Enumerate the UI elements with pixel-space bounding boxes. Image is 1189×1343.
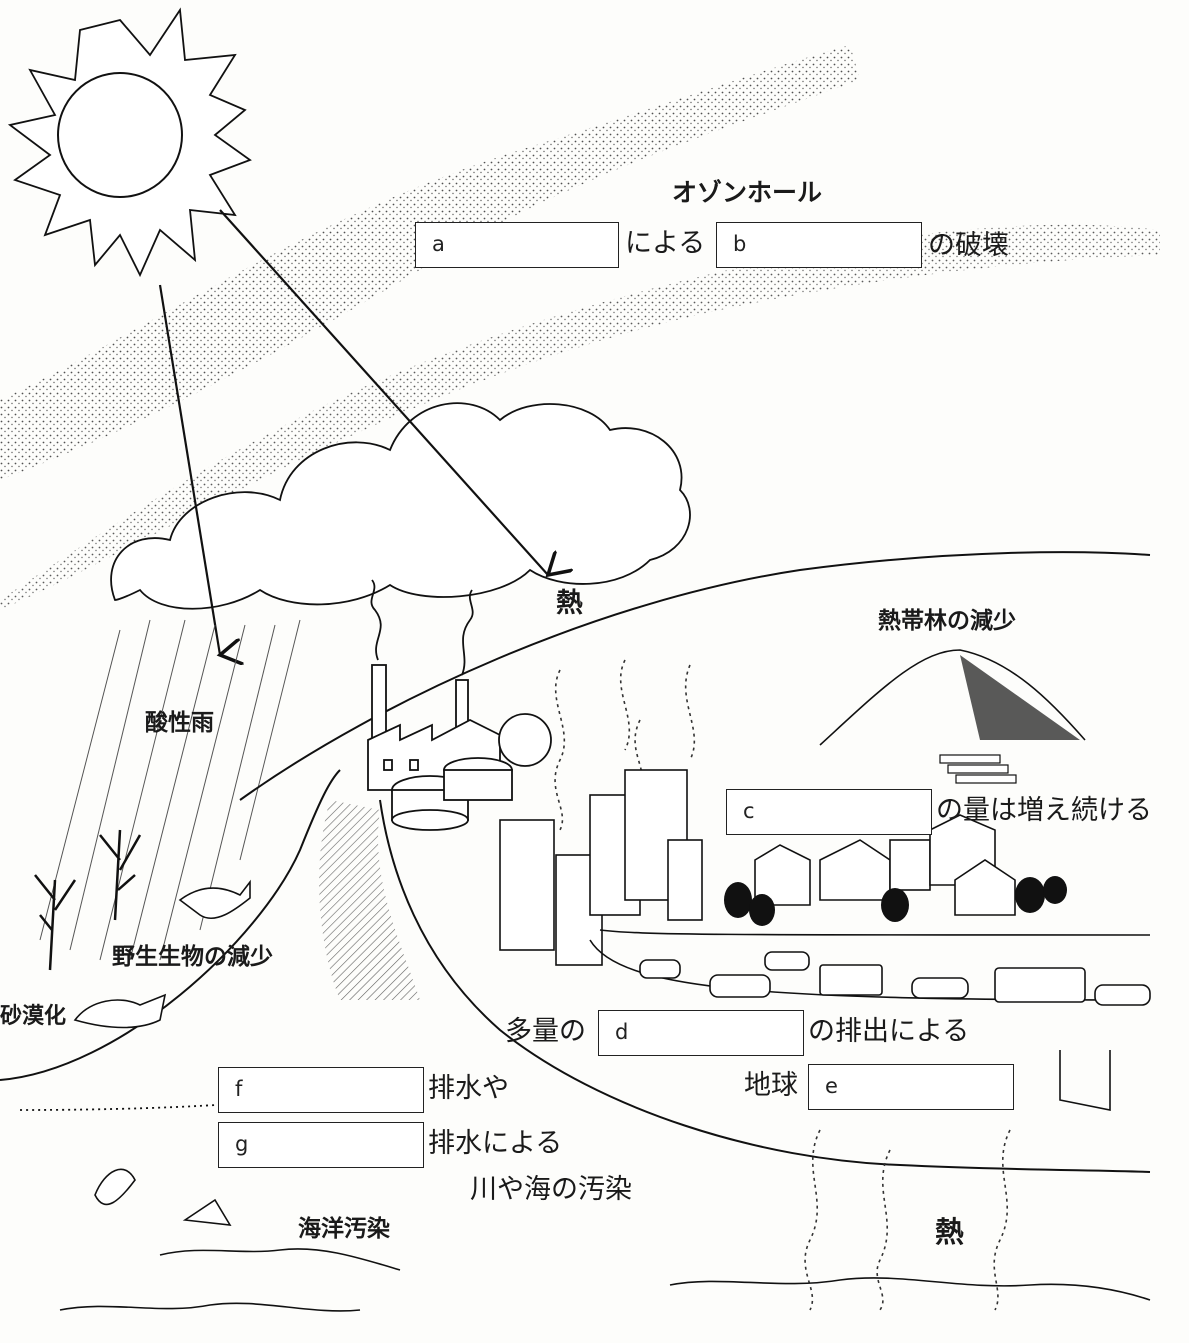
acid-rain-streaks — [39, 619, 301, 961]
answer-box-e-label: e — [825, 1074, 838, 1098]
text-taryou-no: 多量の — [505, 1016, 586, 1047]
heat-waves-ground — [804, 1129, 1011, 1311]
dead-trees — [34, 829, 142, 971]
text-chikyuu: 地球 — [744, 1070, 798, 1101]
desertification-label: 砂漠化 — [0, 1004, 67, 1029]
acid-rain-label: 酸性雨 — [145, 710, 214, 736]
answer-box-d-label: d — [615, 1020, 629, 1044]
sun-ray-arrow-2 — [219, 209, 548, 575]
text-no-hakai: の破壊 — [928, 230, 1009, 261]
heat-label-bottom: 熱 — [935, 1215, 965, 1249]
answer-box-f-label: f — [235, 1077, 243, 1101]
sun-icon — [7, 7, 252, 278]
city-buildings — [499, 769, 1016, 966]
fish-icon — [94, 1168, 136, 1206]
answer-box-a-label: a — [432, 232, 445, 256]
text-haishutsu: の排出による — [808, 1016, 970, 1047]
answer-box-c-label: c — [743, 799, 755, 823]
answer-box-b[interactable]: b — [716, 222, 922, 268]
animal-skull-icon — [73, 993, 167, 1029]
garbage-bags — [724, 876, 1067, 926]
debris-icon — [182, 1198, 232, 1226]
answer-box-c[interactable]: c — [726, 789, 932, 835]
left-hill — [0, 769, 341, 1081]
cloud — [110, 402, 691, 610]
answer-box-a[interactable]: a — [415, 222, 619, 268]
bird-icon — [178, 879, 251, 920]
text-haisui-niyoru: 排水による — [428, 1128, 563, 1159]
factory — [367, 579, 552, 831]
cars — [639, 951, 1151, 1006]
text-ni-yoru: による — [625, 228, 706, 259]
answer-box-f[interactable]: f — [218, 1067, 424, 1113]
answer-box-g[interactable]: g — [218, 1122, 424, 1168]
rainforest-label: 熱帯林の減少 — [878, 608, 1016, 634]
sun-ray-arrow-1 — [158, 284, 220, 655]
bridge-pillar — [1059, 1050, 1111, 1111]
river — [319, 800, 420, 1000]
wildlife-label: 野生生物の減少 — [112, 944, 273, 970]
forest-mountain — [819, 649, 1086, 784]
answer-box-e[interactable]: e — [808, 1064, 1014, 1110]
ozone-hole-title: オゾンホール — [672, 178, 823, 207]
ocean-pollution-label: 海洋汚染 — [298, 1216, 390, 1242]
text-amount-increase: の量は増え続ける — [936, 795, 1152, 826]
answer-box-d[interactable]: d — [598, 1010, 804, 1056]
answer-box-g-label: g — [235, 1132, 249, 1156]
river-bank — [379, 799, 1151, 1173]
waves — [59, 1248, 1151, 1312]
text-river-sea-pollution: 川や海の汚染 — [470, 1174, 632, 1205]
heat-label-top: 熱 — [556, 588, 583, 619]
answer-box-b-label: b — [733, 232, 747, 256]
text-haisui-ya: 排水や — [428, 1073, 509, 1104]
